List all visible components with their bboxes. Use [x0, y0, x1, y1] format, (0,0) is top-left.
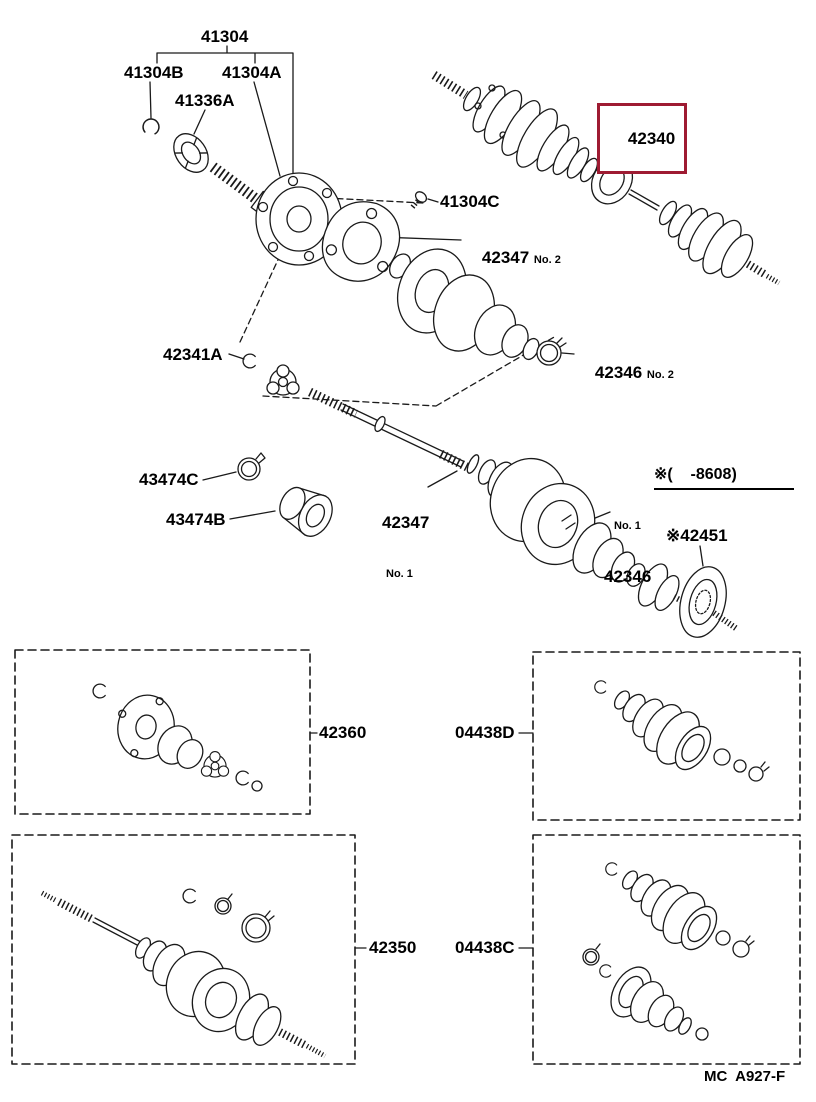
label-43474b[interactable]: 43474B [166, 510, 226, 529]
kit-box-04438d [532, 651, 801, 821]
part-number: 42347 [382, 512, 430, 532]
label-04438d[interactable]: 04438D [455, 723, 515, 742]
part-number: 42347 [481, 247, 530, 267]
label-42347-no2[interactable]: 42347 No. 2 [463, 231, 561, 285]
label-42360[interactable]: 42360 [319, 723, 367, 742]
kit-box-42360 [14, 649, 311, 815]
gasket-drawing [321, 201, 401, 282]
variant-suffix: No. 2 [646, 368, 674, 381]
label-42350[interactable]: 42350 [369, 938, 417, 957]
label-41304[interactable]: 41304 [201, 27, 249, 46]
kit-04438d-drawing [594, 680, 770, 782]
axle-hub-drawing [141, 117, 567, 366]
kit-42350-drawing [40, 888, 327, 1059]
axle-shaft-no1-drawing [308, 387, 739, 638]
label-42346-no1[interactable]: No. 1 42346 [604, 485, 651, 621]
variant-suffix: No. 1 [386, 568, 413, 581]
kit-box-04438c [532, 834, 801, 1065]
label-42341a[interactable]: 42341A [163, 345, 223, 364]
construction-lines [239, 196, 557, 407]
page-code: MC A927-F [704, 1068, 786, 1085]
part-number: 42346 [604, 566, 652, 586]
label-04438c[interactable]: 04438C [455, 938, 515, 957]
variant-suffix: No. 2 [533, 253, 561, 266]
label-41304c[interactable]: 41304C [440, 192, 500, 211]
clamp-42346-no2-drawing [536, 337, 567, 366]
kit-boxes [11, 649, 801, 1065]
kit-box-42350 [11, 834, 356, 1065]
variant-suffix: No. 1 [614, 519, 641, 532]
inner-joint-boot-no2-drawing [389, 248, 540, 361]
tripod-joint-drawing [242, 353, 300, 396]
label-42451[interactable]: ※42451 [666, 526, 728, 545]
bolt-41304c-drawing [409, 191, 428, 211]
part-number: 42340 [627, 129, 676, 148]
applicability-note-8608: ※( -8608) [654, 464, 794, 490]
label-42346-no2[interactable]: 42346 No. 2 [576, 346, 674, 400]
label-41336a[interactable]: 41336A [175, 91, 235, 110]
cover-43474b-drawing [279, 486, 333, 537]
label-41304a[interactable]: 41304A [222, 63, 282, 82]
kit-04438c-drawing [582, 862, 755, 1041]
kit-42360-drawing [92, 683, 263, 792]
label-42340-highlighted[interactable]: 42340 [597, 103, 688, 174]
leader-lines [149, 45, 704, 949]
part-number: 42346 [594, 362, 643, 382]
oil-seal-drawing [173, 133, 209, 173]
label-42347-no1[interactable]: 42347 No. 1 [382, 478, 429, 616]
clamp-43474c-drawing [237, 452, 266, 481]
label-41304b[interactable]: 41304B [124, 63, 184, 82]
label-43474c[interactable]: 43474C [139, 470, 199, 489]
